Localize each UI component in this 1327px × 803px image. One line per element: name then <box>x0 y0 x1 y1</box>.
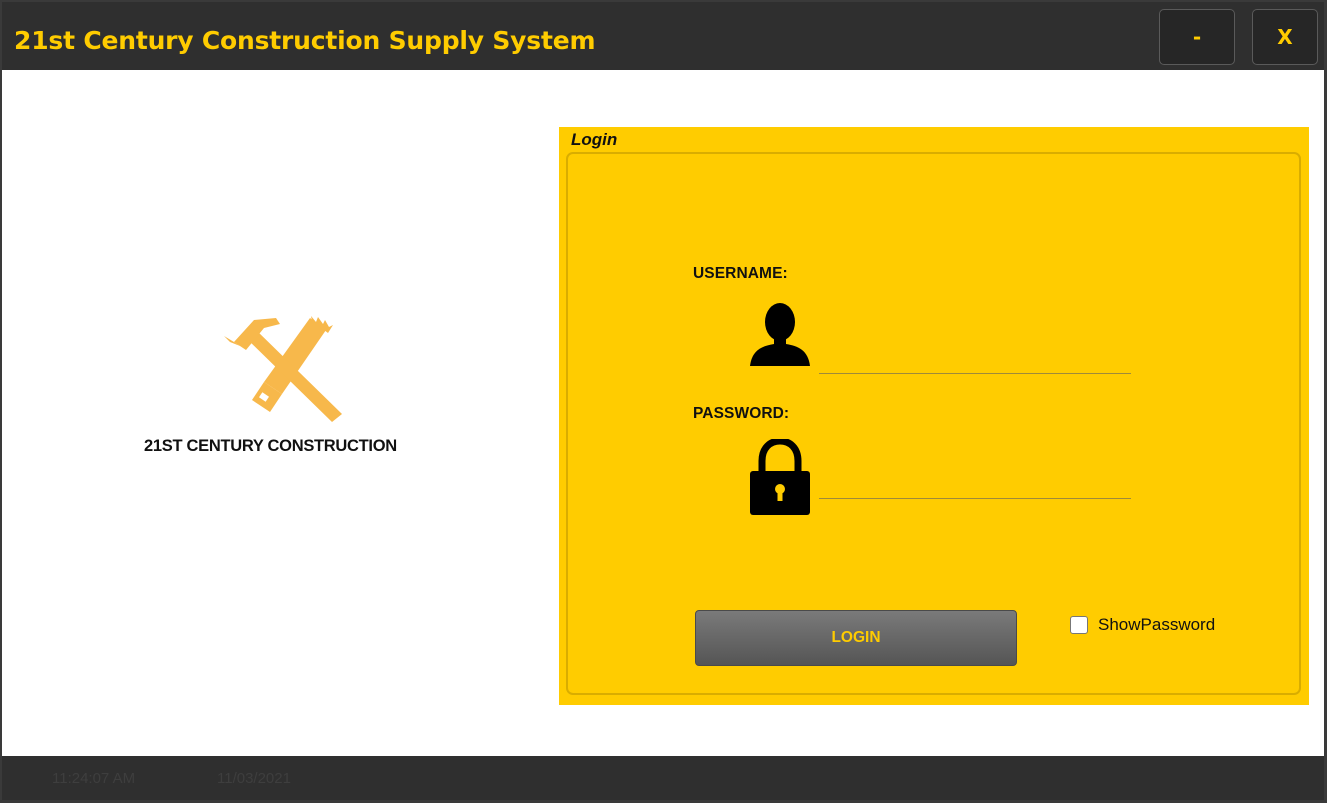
footer-date: 11/03/2021 <box>217 770 291 787</box>
username-label: USERNAME: <box>693 265 788 282</box>
close-button[interactable]: X <box>1252 9 1318 65</box>
title-bar[interactable]: 21st Century Construction Supply System … <box>2 2 1324 70</box>
username-input[interactable] <box>819 344 1131 374</box>
footer-time: 11:24:07 AM <box>52 770 136 787</box>
login-panel: Login USERNAME: PASSWORD: LOGIN ShowPass… <box>559 127 1309 705</box>
login-panel-inner: USERNAME: PASSWORD: LOGIN ShowPassword <box>566 152 1301 695</box>
hammer-saw-icon <box>224 316 342 422</box>
show-password-checkbox[interactable] <box>1070 616 1088 634</box>
panel-title: Login <box>571 130 618 149</box>
status-bar: 11:24:07 AM 11/03/2021 <box>2 756 1324 800</box>
show-password-label: ShowPassword <box>1098 615 1216 634</box>
password-label: PASSWORD: <box>693 405 790 422</box>
user-icon <box>750 303 810 366</box>
logo-text: 21ST CENTURY CONSTRUCTION <box>144 437 397 455</box>
lock-icon <box>750 439 810 515</box>
login-button[interactable]: LOGIN <box>695 610 1017 666</box>
password-input[interactable] <box>819 469 1131 499</box>
window-title: 21st Century Construction Supply System <box>14 26 596 55</box>
company-logo: 21ST CENTURY CONSTRUCTION <box>140 312 440 462</box>
show-password-toggle[interactable]: ShowPassword <box>1070 615 1215 635</box>
minimize-button[interactable]: - <box>1159 9 1235 65</box>
